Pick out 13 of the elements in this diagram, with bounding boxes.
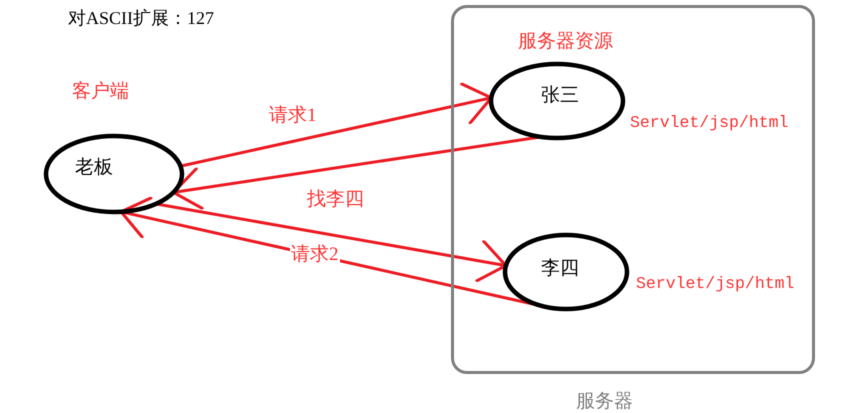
box-heading: 服务器资源: [518, 32, 613, 51]
edge-label: 找李四: [306, 190, 365, 209]
arrow: [156, 202, 508, 282]
node-label: 老板: [75, 158, 113, 176]
note: 对ASCII扩展：127: [68, 9, 214, 27]
node-label: 李四: [541, 258, 579, 278]
edge-label: 请求2: [290, 245, 340, 264]
edge-label: 请求1: [268, 106, 318, 125]
node-label: 张三: [541, 86, 579, 104]
annotation: Servlet/jsp/html: [636, 276, 794, 292]
node-label: 服务器: [576, 392, 633, 411]
annotation: Servlet/jsp/html: [630, 115, 788, 132]
node-label: 客户端: [72, 82, 129, 101]
